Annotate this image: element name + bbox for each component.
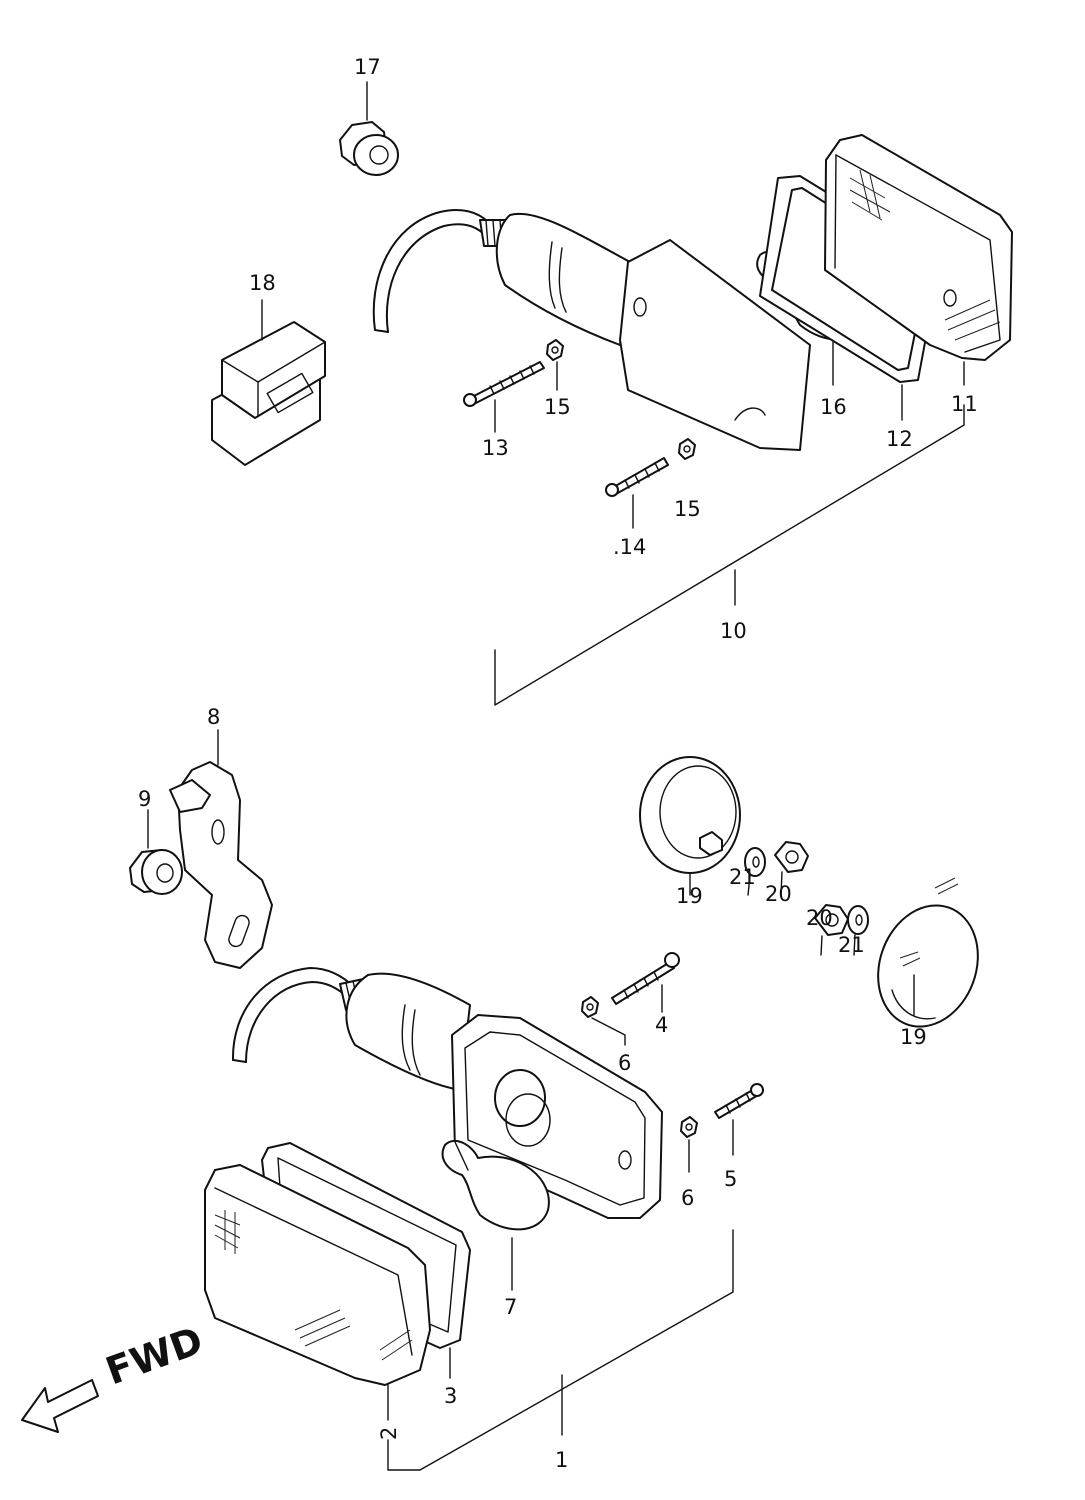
- label-19b: 19: [900, 1025, 927, 1049]
- label-21a: 21: [729, 865, 756, 889]
- label-8: 8: [207, 705, 220, 729]
- label-21b: 21: [838, 933, 865, 957]
- label-14: .14: [613, 535, 646, 559]
- label-11: 11: [951, 392, 978, 416]
- label-3: 3: [444, 1384, 457, 1408]
- fwd-arrow-icon: [21, 1379, 99, 1433]
- part-8-bracket: [169, 729, 273, 969]
- part-labels: 17 18 13 15 16 12 11 15 .14 10 8 9 19 21…: [138, 55, 978, 1472]
- label-5: 5: [724, 1167, 737, 1191]
- label-13: 13: [482, 436, 509, 460]
- label-16: 16: [820, 395, 847, 419]
- label-9: 9: [138, 787, 151, 811]
- label-6a: 6: [618, 1051, 631, 1075]
- label-1: 1: [555, 1448, 568, 1472]
- label-7: 7: [504, 1295, 517, 1319]
- part-17-flange-nut: [339, 81, 399, 176]
- fwd-label: FWD: [100, 1318, 208, 1393]
- label-6b: 6: [681, 1186, 694, 1210]
- label-2: 2: [377, 1427, 401, 1440]
- part-18-connector: [211, 299, 326, 466]
- label-15b: 15: [674, 497, 701, 521]
- part-1-turn-signal-assembly-front: [204, 952, 764, 1471]
- part-19-cap-group: [639, 756, 979, 1028]
- label-17: 17: [354, 55, 381, 79]
- label-4: 4: [655, 1013, 668, 1037]
- part-9-flange-nut: [129, 809, 183, 895]
- part-10-turn-signal-assembly-rear: [372, 134, 1013, 706]
- label-20a: 20: [765, 882, 792, 906]
- label-20b: 20: [806, 906, 833, 930]
- label-15a: 15: [544, 395, 571, 419]
- label-10: 10: [720, 619, 747, 643]
- label-12: 12: [886, 427, 913, 451]
- label-18: 18: [249, 271, 276, 295]
- label-19a: 19: [676, 884, 703, 908]
